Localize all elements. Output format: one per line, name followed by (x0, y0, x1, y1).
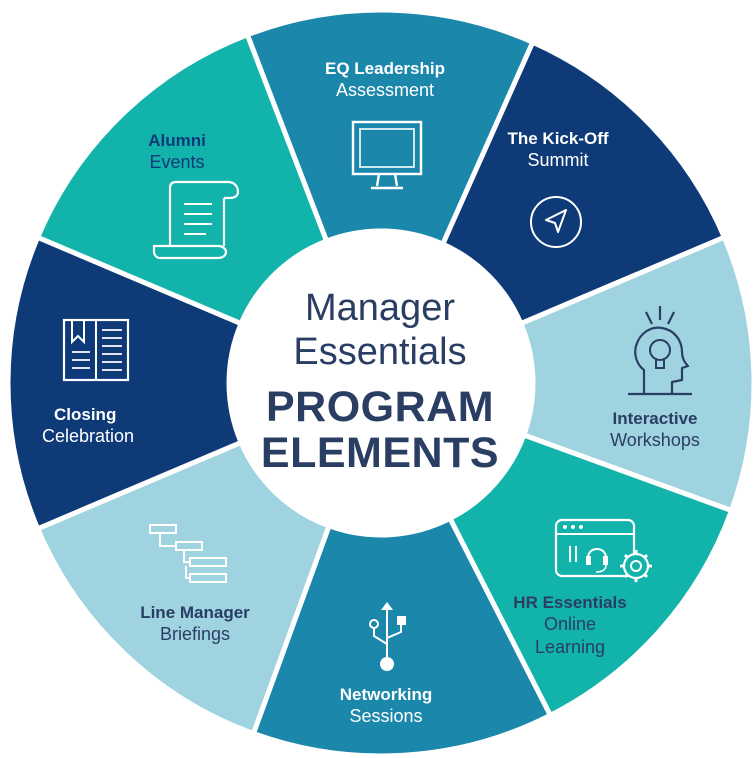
segment-kick-off (439, 38, 728, 327)
wheel-segments (5, 7, 753, 758)
center-circle (229, 231, 533, 535)
